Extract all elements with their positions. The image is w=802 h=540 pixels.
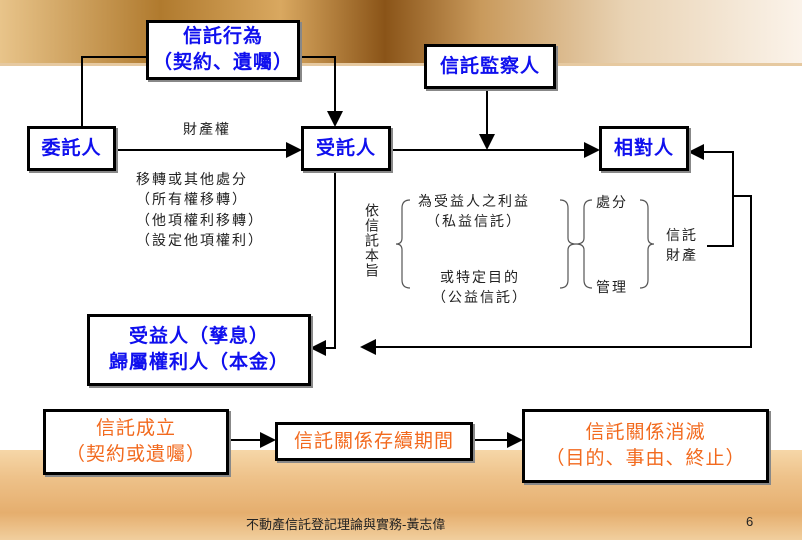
- residual-beneficiary-label: 歸屬權利人（本金）: [108, 351, 289, 373]
- public-line: 或特定目的: [440, 270, 520, 286]
- line-settlor-to-act: [81, 56, 148, 127]
- counterparty-label: 相對人: [613, 136, 674, 159]
- trust-property-label: 信託 財產: [666, 226, 698, 267]
- public-trust-label: 或特定目的 （公益信託）: [432, 268, 528, 309]
- settlor-box: 委託人: [27, 126, 116, 171]
- supervisor-label: 信託監察人: [439, 54, 540, 77]
- public-line: （公益信託）: [432, 290, 528, 307]
- transfer-label: 移轉或其他處分 （所有權移轉） （他項權利移轉） （設定他項權利）: [136, 170, 264, 251]
- counterparty-box: 相對人: [599, 126, 689, 171]
- trustee-label: 受託人: [315, 136, 376, 159]
- established-box: 信託成立 （契約或遺囑）: [43, 409, 229, 475]
- settlor-label: 委託人: [41, 136, 102, 159]
- established-sub: （契約或遺囑）: [65, 443, 206, 465]
- trust-act-box: 信託行為 （契約、遺囑）: [146, 20, 300, 80]
- trust-act-title: 信託行為: [182, 25, 263, 48]
- dispose-label: 處分: [596, 195, 628, 211]
- manage-label: 管理: [596, 280, 628, 296]
- arrow-property-to-beneficiary: [360, 195, 752, 355]
- header-banner: [0, 0, 802, 66]
- purpose-label: 依信託本旨: [363, 203, 379, 278]
- arrow-property-to-counterparty: [688, 144, 734, 247]
- terminated-title: 信託關係消滅: [585, 421, 706, 444]
- duration-box: 信託關係存續期間: [275, 422, 473, 461]
- terminated-box: 信託關係消滅 （目的、事由、終止）: [522, 409, 769, 483]
- terminated-sub: （目的、事由、終止）: [545, 447, 746, 469]
- transfer-line: （他項權利移轉）: [136, 212, 264, 229]
- property-right-label: 財產權: [183, 122, 231, 138]
- beneficiary-box: 受益人（孳息） 歸屬權利人（本金）: [87, 314, 311, 386]
- private-line: （私益信託）: [426, 214, 522, 231]
- footer-title: 不動產信託登記理論與實務-黃志偉: [246, 518, 446, 533]
- trust-property-line: 財產: [666, 248, 698, 265]
- page-number: 6: [746, 514, 754, 529]
- arrow-act-to-trustee: [300, 56, 343, 127]
- duration-label: 信託關係存續期間: [293, 429, 454, 452]
- established-title: 信託成立: [95, 417, 176, 440]
- trustee-box: 受託人: [301, 126, 391, 171]
- beneficiary-label: 受益人（孳息）: [128, 325, 269, 348]
- trust-act-sub: （契約、遺囑）: [152, 51, 293, 73]
- trust-property-line: 信託: [666, 228, 698, 244]
- private-trust-label: 為受益人之利益 （私益信託）: [418, 192, 530, 233]
- transfer-line: （所有權移轉）: [136, 192, 248, 209]
- supervisor-box: 信託監察人: [424, 44, 556, 89]
- transfer-line: 移轉或其他處分: [136, 172, 248, 188]
- transfer-line: （設定他項權利）: [136, 232, 264, 249]
- private-line: 為受益人之利益: [418, 194, 530, 210]
- braces: [395, 199, 655, 289]
- arrow-trustee-to-beneficiary: [310, 170, 336, 356]
